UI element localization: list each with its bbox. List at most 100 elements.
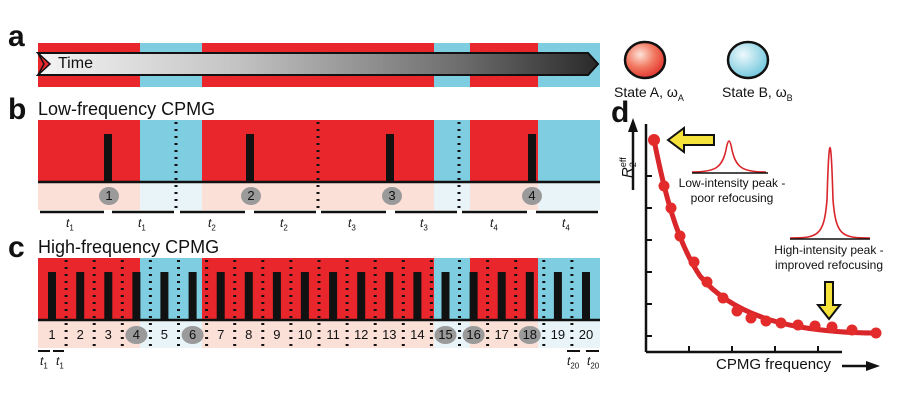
panel-b-dividers	[174, 122, 461, 210]
data-point	[688, 256, 700, 268]
interval-label: t2	[208, 216, 216, 233]
pulse-number: 2	[76, 327, 84, 342]
data-point	[870, 327, 882, 339]
refocusing-pulse	[246, 134, 254, 182]
refocusing-pulse	[329, 272, 338, 320]
panel-letter-c: c	[8, 231, 25, 264]
pulse-number: 7	[217, 327, 225, 342]
pulse-number: 2	[247, 188, 255, 203]
panel-letter-b: b	[8, 93, 27, 126]
data-point	[658, 180, 670, 192]
refocusing-pulse	[104, 272, 113, 320]
refocusing-pulse	[357, 272, 366, 320]
panel-b-title: Low-frequency CPMG	[38, 99, 216, 119]
refocusing-pulse	[132, 272, 141, 320]
interval-label: t4	[562, 216, 570, 233]
refocusing-pulse	[48, 272, 56, 320]
time-label: Time	[58, 55, 93, 72]
high-peak-arrow	[815, 281, 843, 321]
refocusing-pulse	[525, 272, 534, 320]
pulse-number: 18	[522, 327, 538, 342]
interval-label: t1	[66, 216, 74, 233]
pulse-number: 5	[160, 327, 168, 342]
panel-b-blocks	[38, 120, 600, 210]
pulse-number: 1	[48, 327, 56, 342]
data-point	[775, 317, 787, 329]
pulse-number: 11	[326, 327, 340, 342]
interval-label: t1	[40, 354, 48, 371]
state-b-circle	[726, 40, 770, 80]
pulse-number: 20	[578, 327, 594, 342]
data-point	[717, 292, 729, 304]
refocusing-pulse	[386, 134, 394, 182]
refocusing-pulse	[216, 272, 225, 320]
pulse-number: 17	[494, 327, 509, 342]
refocusing-pulse	[300, 272, 309, 320]
panel-d-axes	[644, 124, 842, 354]
y-axis-label: R2eff	[618, 157, 638, 178]
pulse-number: 12	[353, 327, 369, 342]
refocusing-pulse	[553, 272, 562, 320]
y-axis-arrow	[628, 118, 638, 190]
pulse-number: 8	[245, 327, 253, 342]
pulse-circle	[522, 187, 542, 205]
pulse-number: 13	[382, 327, 397, 342]
pulse-number: 1	[105, 188, 113, 203]
state-b-label: State B, ωB	[722, 84, 793, 103]
data-point	[648, 134, 660, 146]
pulse-circle	[518, 326, 541, 344]
low-intensity-peak-inset	[691, 140, 768, 174]
pulse-number: 3	[104, 327, 112, 342]
low-peak-arrow	[666, 126, 715, 154]
data-point	[745, 312, 757, 324]
refocusing-pulse	[188, 272, 197, 320]
pulse-number: 10	[297, 327, 313, 342]
panel-b-pulse-circles	[99, 187, 542, 205]
interval-label: t1	[138, 216, 146, 233]
panel-d-ticks	[646, 175, 819, 352]
refocusing-pulse	[104, 134, 112, 182]
pulse-number: 4	[132, 327, 140, 342]
refocusing-pulse	[385, 272, 394, 320]
pulse-circle	[434, 326, 457, 344]
pulse-circle	[462, 326, 485, 344]
refocusing-pulse	[469, 272, 478, 320]
high-intensity-peak-inset	[789, 146, 871, 240]
pulse-circle	[99, 187, 119, 205]
interval-label: t4	[490, 216, 498, 233]
interval-label: t2	[280, 216, 288, 233]
refocusing-pulse	[76, 272, 85, 320]
time-arrow	[35, 52, 600, 76]
pulse-number: 19	[550, 327, 566, 342]
refocusing-pulse	[441, 272, 450, 320]
interval-label: t20	[567, 354, 580, 371]
data-point	[674, 230, 686, 242]
pulse-number: 6	[188, 327, 197, 342]
low-peak-label: Low-intensity peak - poor refocusing	[678, 176, 786, 205]
pulse-number: 4	[528, 188, 536, 203]
x-axis-arrow	[842, 361, 880, 371]
interval-label: t3	[420, 216, 428, 233]
refocusing-pulse	[413, 272, 422, 320]
state-a-label: State A, ωA	[614, 84, 684, 103]
pulse-circle	[241, 187, 261, 205]
pulse-number: 14	[410, 327, 425, 342]
data-points	[648, 134, 882, 339]
panel-c-title: High-frequency CPMG	[38, 237, 220, 257]
pulse-number: 16	[466, 327, 481, 342]
panel-letter-d: d	[611, 96, 630, 129]
pulse-number: 15	[438, 327, 453, 342]
pulse-circle	[181, 326, 204, 344]
data-point	[731, 305, 743, 317]
x-axis-label: CPMG frequency	[716, 356, 832, 373]
pulse-circle	[125, 326, 148, 344]
pulse-number: 9	[273, 327, 281, 342]
interval-label: t3	[348, 216, 356, 233]
data-point	[809, 320, 821, 332]
data-point	[846, 324, 858, 336]
refocusing-pulse	[272, 272, 281, 320]
panel-c-pulse-circles	[125, 326, 541, 344]
refocusing-pulse	[244, 272, 253, 320]
panel-c-dividers	[64, 260, 574, 348]
